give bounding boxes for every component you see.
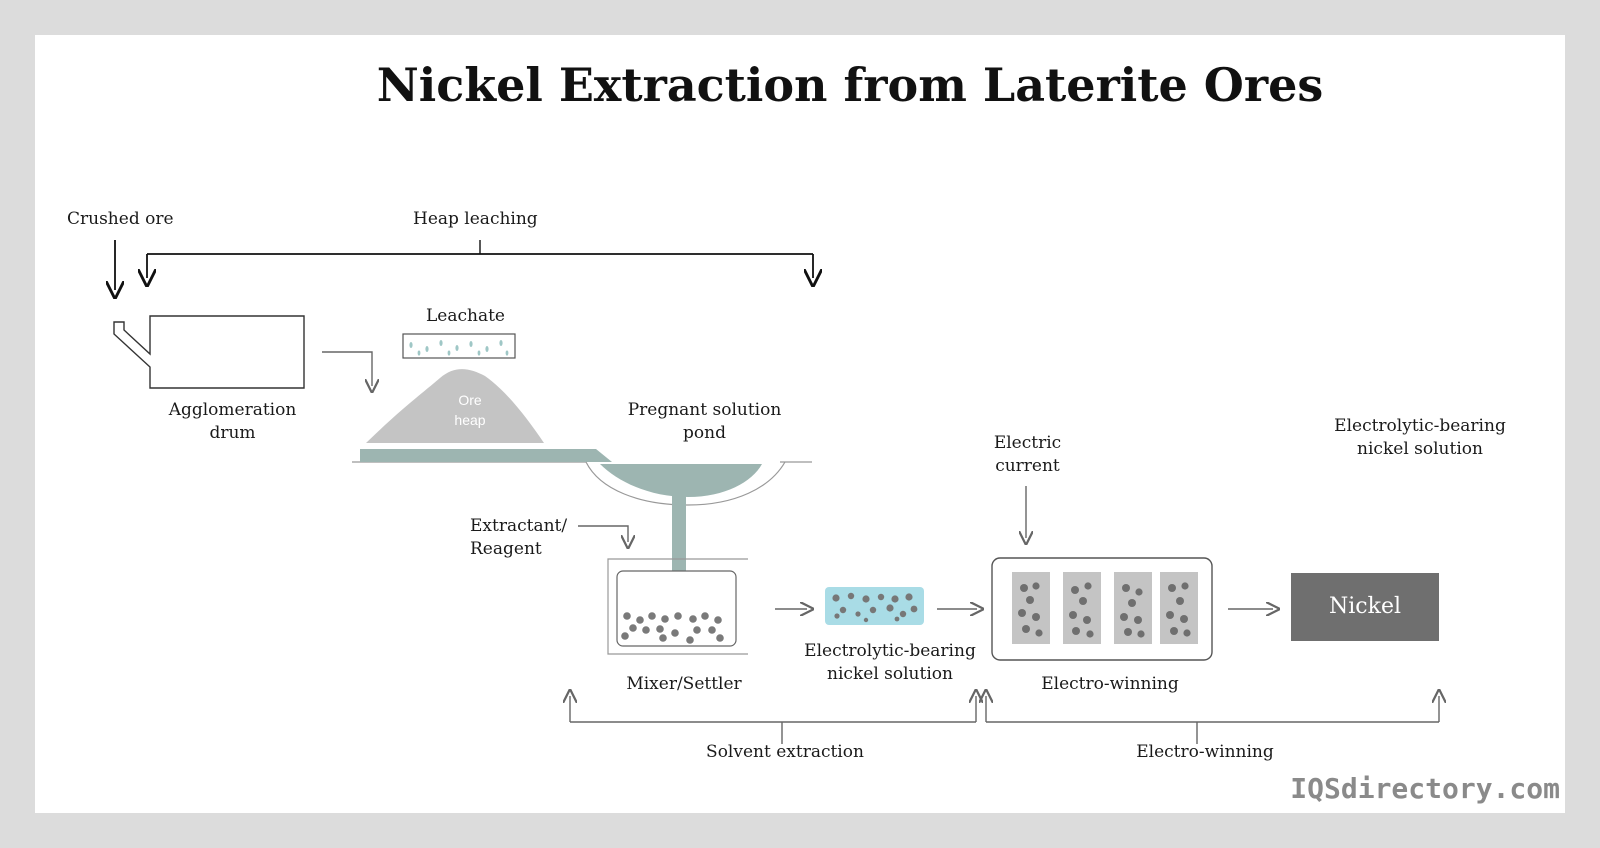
extractant-label-line2: Reagent: [470, 539, 542, 559]
mixer-settler: [607, 558, 748, 655]
pregnant-solution-pond-label: Pregnant solution pond: [617, 399, 792, 445]
page-title: Nickel Extraction from Laterite Ores: [376, 58, 1324, 112]
extractant-reagent-label: Extractant/ Reagent: [470, 515, 567, 561]
leachate-tray: [402, 333, 516, 359]
electro-winning-cell: [991, 557, 1213, 661]
pregnant-pond-label-line1: Pregnant solution: [627, 400, 782, 420]
extractant-arrow: [578, 525, 628, 542]
electric-current-label: Electric current: [985, 432, 1070, 478]
electrolytic-right-label-line1: Electrolytic-bearing: [1334, 416, 1506, 436]
electro-winning-bracket: [986, 696, 1439, 744]
pond-outlet-pipe: [672, 495, 686, 575]
nickel-product-box: [1291, 573, 1439, 641]
pregnant-pond-label-line2: pond: [683, 423, 726, 443]
agglomeration-drum: [113, 315, 305, 389]
heap-pad-liner: [352, 449, 812, 506]
ore-heap-label-line2: heap: [454, 412, 486, 428]
ore-heap: [366, 369, 544, 443]
pregnant-solution-pond: [600, 464, 762, 497]
electrolytic-solution-right-label: Electrolytic-bearing nickel solution: [1320, 415, 1520, 461]
electro-winning-unit-label: Electro-winning: [1041, 674, 1179, 694]
mixer-settler-label: Mixer/Settler: [626, 674, 742, 694]
electric-current-label-line1: Electric: [993, 433, 1062, 453]
electrolytic-mid-label-line2: nickel solution: [827, 664, 953, 684]
crushed-ore-label: Crushed ore: [67, 209, 174, 229]
agglomeration-drum-label-line2: drum: [209, 423, 256, 443]
heap-leaching-bracket: [147, 240, 813, 278]
diagram-panel: [35, 35, 1565, 813]
heap-leaching-label: Heap leaching: [413, 209, 538, 229]
nickel-label: Nickel: [1329, 594, 1401, 619]
solvent-extraction-bracket: [570, 696, 976, 744]
agglomeration-drum-label: Agglomeration drum: [155, 399, 310, 445]
electrolytic-right-label-line2: nickel solution: [1357, 439, 1483, 459]
drum-to-heap-arrow: [322, 351, 372, 386]
electro-winning-stage-label: Electro-winning: [1136, 742, 1274, 762]
electrolytic-solution-mid-label: Electrolytic-bearing nickel solution: [795, 640, 985, 686]
electrolytic-solution-mid: [825, 587, 924, 625]
agglomeration-drum-label-line1: Agglomeration: [168, 400, 297, 420]
leachate-label: Leachate: [426, 306, 505, 326]
watermark-logo: IQSdirectory.com: [1290, 772, 1560, 805]
electrolytic-mid-label-line1: Electrolytic-bearing: [804, 641, 976, 661]
extractant-label-line1: Extractant/: [470, 516, 568, 536]
solvent-extraction-label: Solvent extraction: [706, 742, 864, 762]
electric-current-label-line2: current: [995, 456, 1060, 476]
ore-heap-label: Ore heap: [440, 390, 500, 430]
ore-heap-label-line1: Ore: [458, 392, 482, 408]
